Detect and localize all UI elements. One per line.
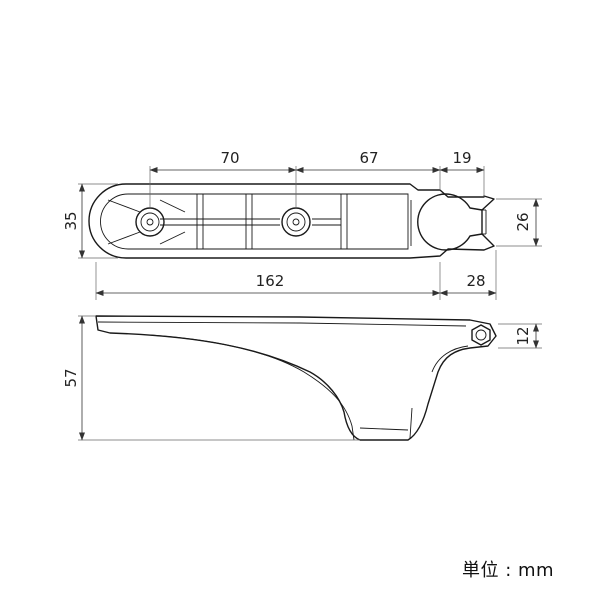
dim-label-26: 26 [514,212,532,231]
screw-boss-left [135,207,165,237]
dim-label-57: 57 [62,368,80,387]
side-view-clamp-edge [431,345,469,373]
dim-label-12: 12 [514,326,532,345]
top-view-dimensions [79,167,539,296]
hex-nut-bore [475,329,487,341]
rib [159,231,186,245]
side-view-inner-curve [149,334,355,441]
screw-boss-right [281,207,311,237]
dim-label-19: 19 [452,149,471,167]
top-view [88,183,495,259]
dim-label-28: 28 [466,272,485,290]
side-view-dimensions [79,315,539,441]
unit-label: 単位 : mm [462,560,555,581]
top-view-outline [88,183,495,259]
screw-hole-left [146,218,154,226]
side-view [95,315,497,441]
side-view-top-edge [97,321,467,327]
screw-boss-right-inner [286,212,306,232]
dim-label-162: 162 [256,272,285,290]
screw-boss-left-inner [140,212,160,232]
clamp-ring [417,193,483,251]
top-view-inner-rim [100,193,409,250]
dim-label-67: 67 [359,149,378,167]
screw-hole-right [292,218,300,226]
dim-label-70: 70 [220,149,239,167]
dim-label-35: 35 [62,211,80,230]
hex-nut-icon [471,324,491,346]
rib [159,199,186,213]
side-view-foot [359,407,413,439]
rib [107,199,141,213]
rib [107,231,141,245]
side-view-outline [95,315,497,441]
